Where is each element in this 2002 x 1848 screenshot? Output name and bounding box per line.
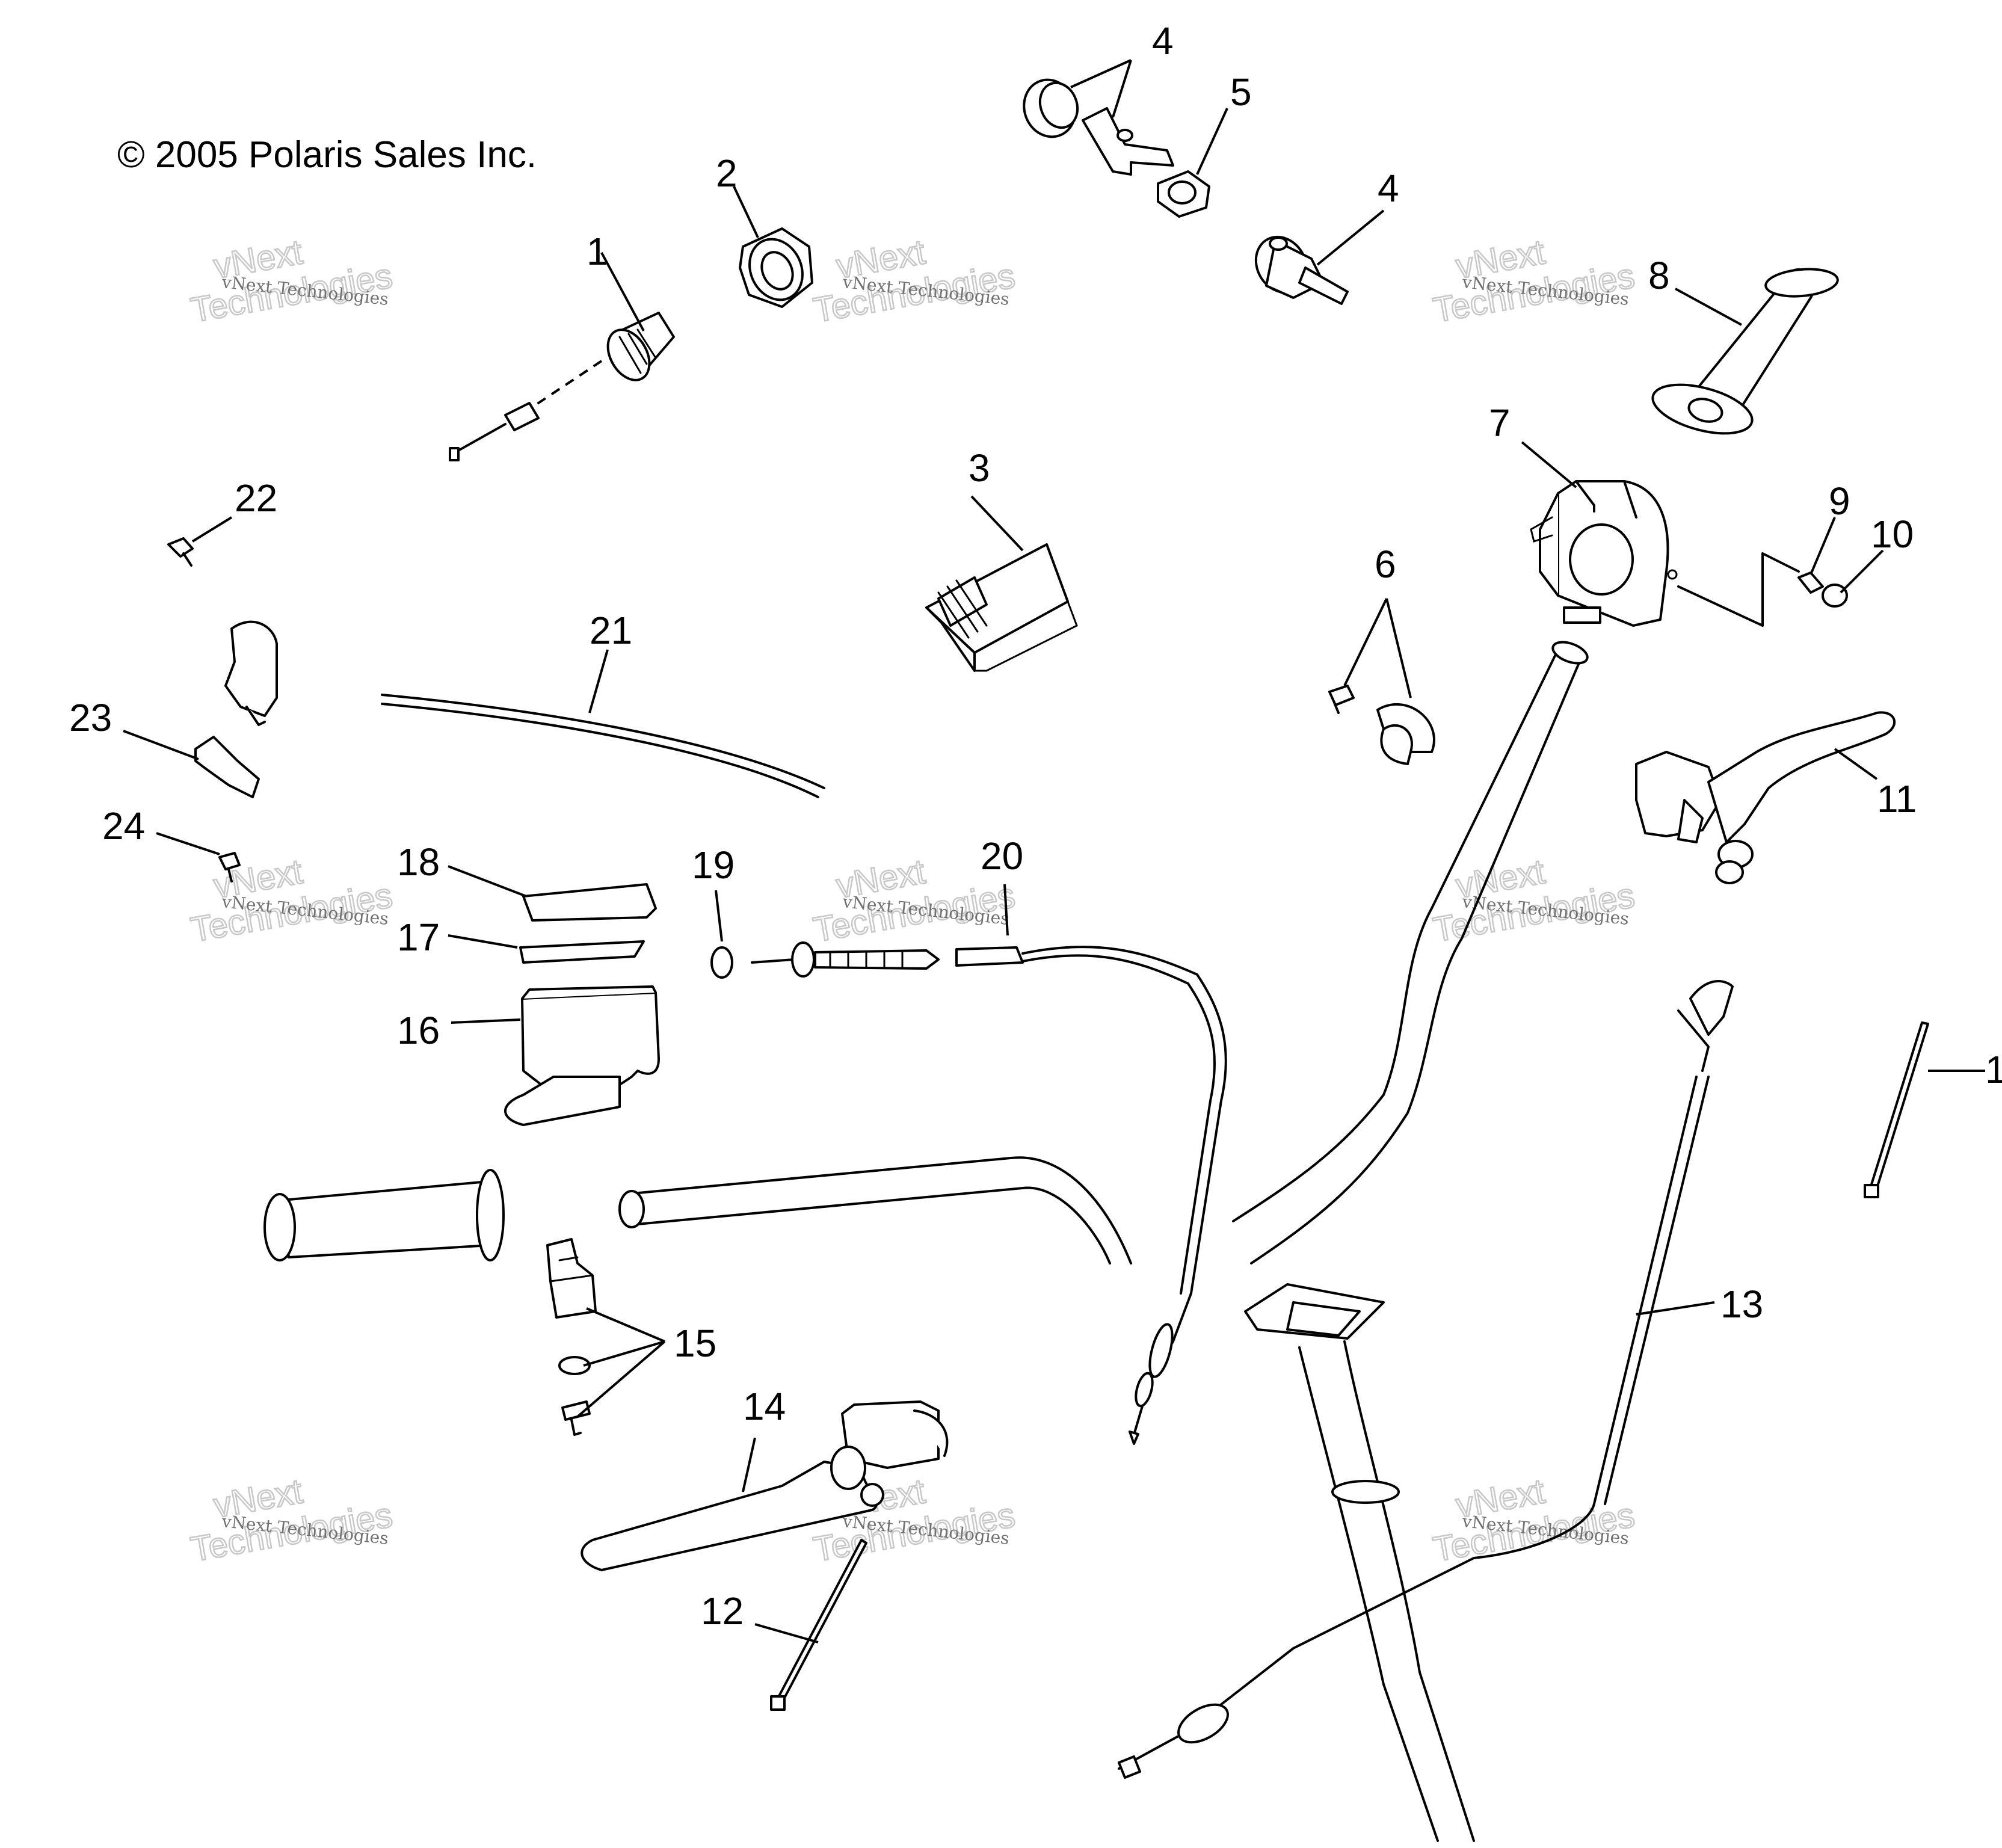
callout-18: 18	[397, 840, 440, 884]
part-nut	[1157, 170, 1210, 218]
part-screw-24	[218, 852, 241, 882]
callout-labels: 1 2 3 4 4 5 6 7 8 9 10 11 12 13 14 15 16…	[69, 19, 2002, 1633]
part-brake-lever-right	[1635, 711, 1896, 884]
part-throttle-housing	[1530, 480, 1678, 627]
part-key-lock-cylinder	[1023, 78, 1174, 176]
callout-4-top: 4	[1152, 19, 1174, 63]
callout-6: 6	[1375, 543, 1396, 586]
part-throttle-cable	[1118, 980, 1734, 1779]
part-clutch-cable	[751, 941, 1227, 1445]
callout-20: 20	[981, 834, 1023, 878]
part-cable	[381, 694, 825, 798]
watermark: vNext Technologies	[1429, 1471, 1638, 1570]
callout-8: 8	[1648, 254, 1670, 297]
part-hex-nut	[739, 227, 813, 308]
callout-19: 19	[692, 843, 735, 887]
part-switch-plunger	[1254, 235, 1349, 305]
watermark: vNext Technologies	[187, 851, 396, 950]
callout-22: 22	[235, 476, 277, 520]
callout-9: 9	[1829, 479, 1850, 523]
part-long-bolt-right	[1864, 1021, 1929, 1198]
part-screw-22	[167, 537, 194, 567]
callout-21: 21	[590, 609, 632, 652]
callout-3: 3	[969, 446, 990, 490]
callout-5: 5	[1230, 70, 1252, 114]
callout-12: 12	[701, 1589, 744, 1633]
watermark: vNext Technologies	[810, 232, 1018, 331]
callout-7: 7	[1489, 401, 1511, 445]
callout-23: 23	[69, 696, 112, 739]
copyright-text: © 2005 Polaris Sales Inc.	[117, 134, 537, 176]
part-brake-master-cylinder	[581, 1400, 949, 1571]
part-clamp-block	[546, 1238, 597, 1436]
callout-1-right: 1	[1985, 1048, 2002, 1091]
part-left-grip	[263, 1169, 505, 1261]
part-reservoir	[504, 985, 660, 1126]
part-clamp-23	[194, 736, 260, 798]
watermarks: vNext Technologies vNext Technologies vN…	[187, 232, 1638, 1570]
watermark: vNext Technologies	[187, 232, 396, 331]
callout-17: 17	[397, 916, 440, 959]
part-reservoir-cover	[522, 883, 657, 922]
part-steering-post	[1244, 1283, 1475, 1842]
part-handlebar	[618, 641, 1589, 1264]
callout-14: 14	[743, 1385, 786, 1428]
callout-16: 16	[397, 1009, 440, 1052]
callout-10: 10	[1871, 513, 1914, 556]
watermark: vNext Technologies	[1429, 232, 1638, 331]
watermark: vNext Technologies	[1429, 851, 1638, 950]
callout-4-lower: 4	[1378, 167, 1399, 210]
part-right-grip	[1651, 268, 1839, 435]
callout-1: 1	[587, 230, 608, 273]
part-o-ring	[710, 946, 733, 979]
part-diaphragm	[519, 940, 645, 964]
part-switch-block	[925, 543, 1078, 672]
callout-24: 24	[102, 804, 145, 848]
part-screw-and-cap	[1677, 552, 1848, 627]
callout-2: 2	[716, 152, 738, 195]
watermark: vNext Technologies	[187, 1471, 396, 1570]
callout-15: 15	[674, 1322, 716, 1365]
part-ignition-switch	[449, 312, 675, 461]
leader-lines	[123, 59, 1985, 1643]
callout-13: 13	[1720, 1283, 1763, 1326]
part-clamp-screw	[1328, 685, 1435, 765]
part-lever-bracket	[224, 620, 278, 726]
callout-11: 11	[1877, 777, 1917, 821]
part-long-bolt	[770, 1539, 867, 1711]
